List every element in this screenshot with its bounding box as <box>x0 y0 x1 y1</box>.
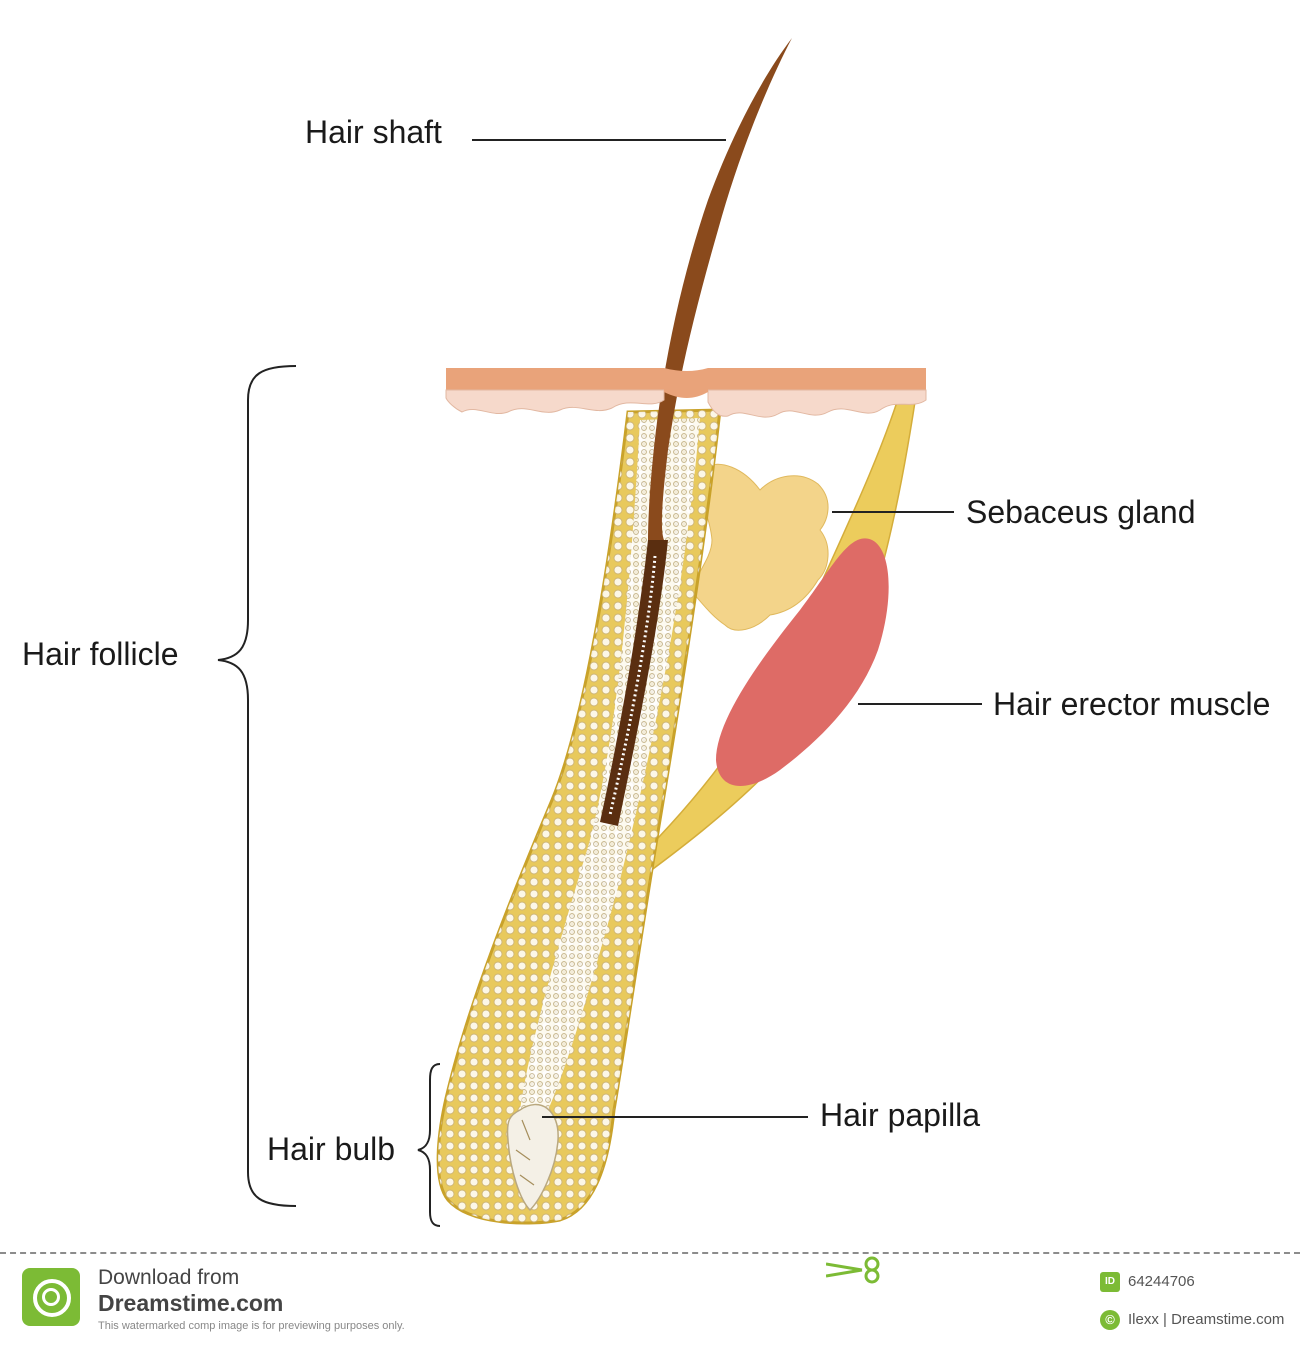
hair-root <box>600 540 668 826</box>
download-site[interactable]: Dreamstime.com <box>98 1290 284 1316</box>
sebaceus-gland <box>689 464 829 631</box>
diagram: Hair shaft Sebaceus gland Hair erector m… <box>22 38 1271 1227</box>
label-hair-papilla: Hair papilla <box>820 1097 981 1133</box>
download-text: Download from <box>98 1266 240 1289</box>
label-hair-follicle: Hair follicle <box>22 636 179 672</box>
label-hair-bulb: Hair bulb <box>267 1131 396 1167</box>
bulb-brace <box>417 1063 441 1227</box>
watermark-footer: Download from Dreamstime.com This waterm… <box>0 1252 1300 1346</box>
image-credit: Ilexx | Dreamstime.com <box>1128 1311 1285 1328</box>
skin-dermis-left <box>445 389 665 414</box>
id-badge-icon: ID <box>1100 1272 1120 1292</box>
follicle-brace <box>217 365 297 1207</box>
label-sebaceus-gland: Sebaceus gland <box>966 494 1196 530</box>
skin-epidermis-right <box>708 368 926 392</box>
skin-epidermis <box>446 368 664 392</box>
skin-dermis-right <box>707 389 927 418</box>
label-hair-erector-muscle: Hair erector muscle <box>993 686 1271 722</box>
image-id: 64244706 <box>1128 1273 1195 1290</box>
scissors-icon <box>826 1256 880 1284</box>
disclaimer-text: This watermarked comp image is for previ… <box>98 1320 405 1332</box>
hair-anatomy-illustration <box>217 38 982 1227</box>
copyright-icon: © <box>1100 1310 1120 1330</box>
dreamstime-logo-icon <box>22 1268 80 1326</box>
erector-muscle <box>716 538 889 787</box>
hair-shaft <box>648 38 792 540</box>
label-hair-shaft: Hair shaft <box>305 114 442 150</box>
